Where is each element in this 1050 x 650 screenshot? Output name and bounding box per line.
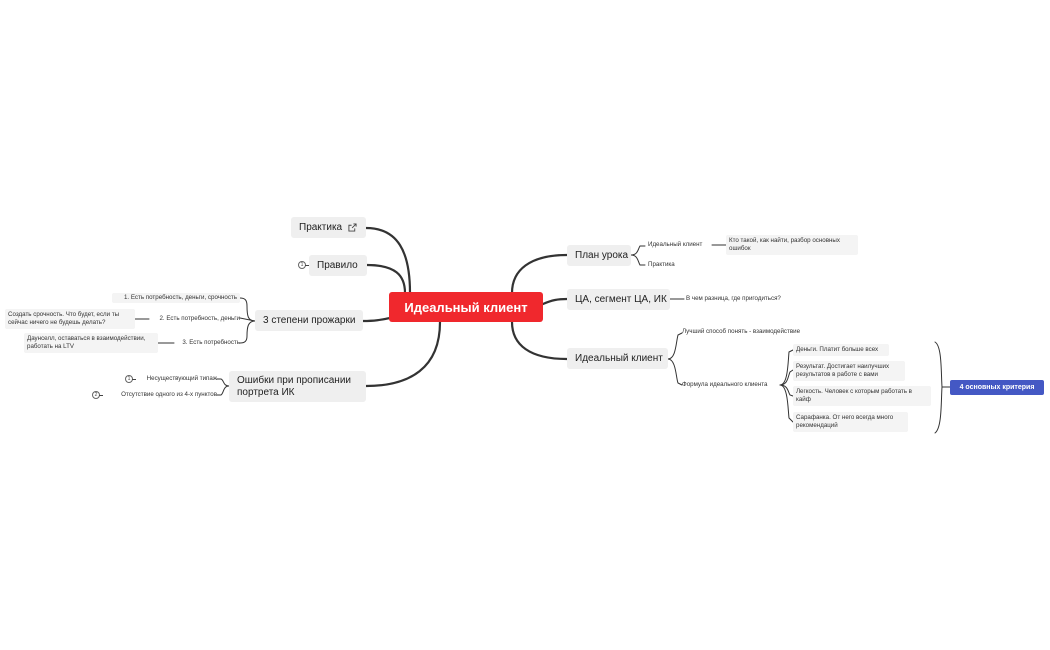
node-practice-label: Практика xyxy=(299,222,343,233)
connector-plan-2 xyxy=(630,254,646,266)
connector-errors-1 xyxy=(216,378,230,387)
connector-ideal-2 xyxy=(667,358,683,386)
connector-formula-1 xyxy=(779,349,794,386)
root-label: Идеальный клиент xyxy=(404,299,528,315)
connector-errors xyxy=(364,320,442,388)
connector-errors-2 xyxy=(216,385,230,396)
node-ta[interactable]: ЦА, сегмент ЦА, ИК xyxy=(567,289,670,310)
connector-ideal-1 xyxy=(667,332,683,360)
summary-brace xyxy=(934,341,943,434)
node-rule-label: Правило xyxy=(317,260,358,271)
node-plan-label: План урока xyxy=(575,250,629,261)
plan-item-1[interactable]: Идеальный клиент xyxy=(648,241,703,248)
errors-item-2[interactable]: Отсутствие одного из 4-х пунктов xyxy=(121,391,217,398)
errors-item-2-tail xyxy=(99,395,103,396)
node-errors[interactable]: Ошибки при прописании портрета ИК xyxy=(229,371,366,402)
node-roast-label: 3 степени прожарки xyxy=(263,315,356,326)
connector-roast-2 xyxy=(239,317,256,322)
errors-item-1[interactable]: Несуществующий типаж xyxy=(146,375,217,382)
connector-ta xyxy=(541,297,569,306)
roast-item-2[interactable]: 2. Есть потребность, деньги xyxy=(159,315,240,322)
formula-item-result[interactable]: Результат. Достигает наилучших результат… xyxy=(793,361,905,381)
ideal-formula[interactable]: Формула идеального клиента xyxy=(682,381,768,388)
node-errors-label: Ошибки при прописании портрета ИК xyxy=(237,374,351,398)
errors-item-1-tail xyxy=(132,379,136,380)
connector-formula-2 xyxy=(779,369,794,386)
root-node[interactable]: Идеальный клиент xyxy=(389,292,543,322)
connector-roast-3 xyxy=(239,320,256,344)
connector-roast xyxy=(361,316,392,323)
external-link-icon[interactable] xyxy=(348,223,357,232)
connector-formula-4 xyxy=(779,384,794,423)
plan-item-1-detail[interactable]: Кто такой, как найти, разбор основных ош… xyxy=(726,235,858,255)
node-ta-label: ЦА, сегмент ЦА, ИК xyxy=(575,294,667,305)
rule-note-tail xyxy=(305,265,309,266)
connector-practice xyxy=(364,226,412,295)
roast-item-3[interactable]: 3. Есть потребность xyxy=(182,339,240,346)
node-roast[interactable]: 3 степени прожарки xyxy=(255,310,363,331)
node-practice[interactable]: Практика xyxy=(291,217,366,238)
roast-item-2-detail[interactable]: Создать срочность. Что будет, если ты се… xyxy=(5,309,135,329)
ideal-best-way[interactable]: Лучший способ понять - взаимодействие xyxy=(682,328,801,335)
connector-rule xyxy=(365,263,407,295)
roast-item-1[interactable]: 1. Есть потребность, деньги, срочность xyxy=(112,293,240,303)
node-ideal-label: Идеальный клиент xyxy=(575,353,663,364)
node-plan[interactable]: План урока xyxy=(567,245,631,266)
node-ideal[interactable]: Идеальный клиент xyxy=(567,348,668,369)
connector-roast-1 xyxy=(239,297,256,322)
node-rule[interactable]: Правило xyxy=(309,255,367,276)
connector-plan xyxy=(510,253,569,295)
summary-badge[interactable]: 4 основных критерия xyxy=(950,380,1044,395)
formula-item-money[interactable]: Деньги. Платит больше всех xyxy=(793,344,889,356)
ta-detail[interactable]: В чем разница, где пригодиться? xyxy=(686,295,781,302)
connector-plan-1 xyxy=(630,245,646,256)
plan-item-2[interactable]: Практика xyxy=(648,261,675,268)
connector-ideal xyxy=(510,320,569,361)
roast-item-3-detail[interactable]: Даунселл, оставаться в взаимодействии, р… xyxy=(24,333,158,353)
formula-item-ease[interactable]: Легкость. Человек с которым работать в к… xyxy=(793,386,931,406)
formula-item-referral[interactable]: Сарафанка. От него всегда много рекоменд… xyxy=(793,412,908,432)
